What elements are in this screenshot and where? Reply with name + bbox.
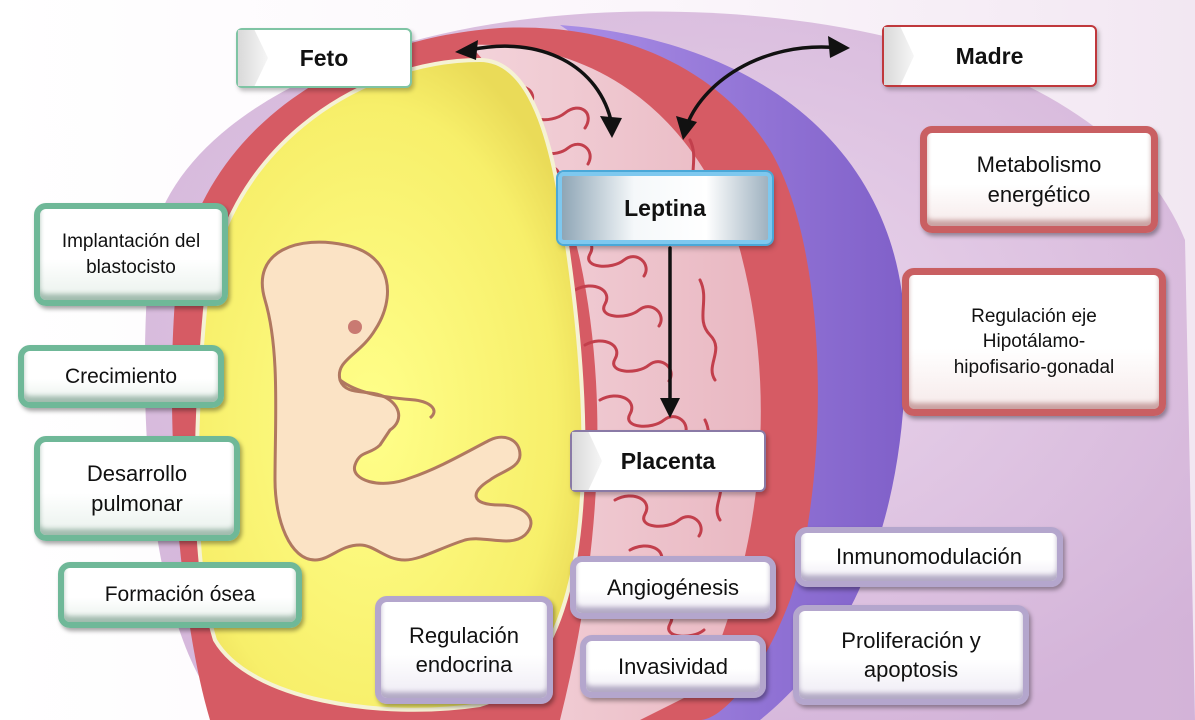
implantacion-label: Implantación del blastocisto <box>54 229 208 279</box>
regulacion-eje-label: Regulación eje Hipotálamo-hipofisario-go… <box>945 304 1123 379</box>
regulacion-endocrina-label: Regulación endocrina <box>391 621 537 679</box>
regulacion-endocrina-box: Regulación endocrina <box>375 596 553 704</box>
formacion-osea-box: Formación ósea <box>58 562 302 628</box>
placenta-label: Placenta <box>621 448 716 475</box>
proliferacion-label: Proliferación y apoptosis <box>817 626 1005 684</box>
inmunomodulacion-box: Inmunomodulación <box>795 527 1063 587</box>
crecimiento-label: Crecimiento <box>65 363 177 391</box>
feto-label: Feto <box>300 45 349 72</box>
metabolismo-box: Metabolismo energético <box>920 126 1158 233</box>
madre-label: Madre <box>956 43 1024 70</box>
regulacion-eje-box: Regulación eje Hipotálamo-hipofisario-go… <box>902 268 1166 416</box>
formacion-osea-label: Formación ósea <box>105 581 256 609</box>
feto-node: Feto <box>236 28 412 88</box>
crecimiento-box: Crecimiento <box>18 345 224 408</box>
inmunomodulacion-label: Inmunomodulación <box>836 542 1022 571</box>
madre-node: Madre <box>882 25 1097 87</box>
angiogenesis-label: Angiogénesis <box>607 573 739 602</box>
angiogenesis-box: Angiogénesis <box>570 556 776 619</box>
placenta-node: Placenta <box>570 430 766 492</box>
metabolismo-label: Metabolismo energético <box>951 150 1127 208</box>
invasividad-box: Invasividad <box>580 635 766 698</box>
implantacion-box: Implantación del blastocisto <box>34 203 228 306</box>
leptina-node: Leptina <box>558 172 772 244</box>
desarrollo-pulmonar-label: Desarrollo pulmonar <box>60 459 214 517</box>
leptina-label: Leptina <box>624 195 706 222</box>
proliferacion-box: Proliferación y apoptosis <box>793 605 1029 705</box>
desarrollo-pulmonar-box: Desarrollo pulmonar <box>34 436 240 541</box>
invasividad-label: Invasividad <box>618 652 728 681</box>
